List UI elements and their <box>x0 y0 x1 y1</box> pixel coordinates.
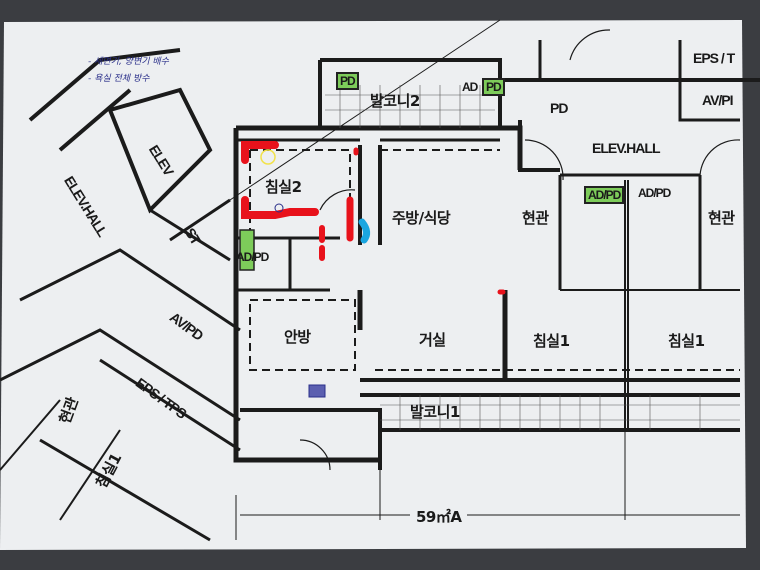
shaft-label-av: AV/PI <box>702 92 734 108</box>
shaft-label-ad-pd: AD/PD <box>236 250 269 264</box>
handwritten-note-waterproof: - 욕실 전체 방수 <box>88 74 150 84</box>
core-label-elev-hall: ELEV.HALL <box>592 140 660 156</box>
paper-sheet <box>0 20 746 550</box>
walls <box>0 19 760 542</box>
green-shafts <box>239 229 255 271</box>
room-label-kitchen-dining: 주방/식당 <box>392 209 451 227</box>
room-label-living-room: 거실 <box>419 331 446 349</box>
room-label-entrance: 현관 <box>708 209 735 227</box>
shaft-label-ad-pd: AD/PD <box>584 186 625 204</box>
room-label-entrance: 현관 <box>522 209 549 227</box>
unit-type-label: 59㎡A <box>410 506 468 527</box>
room-label-balcony1: 발코니1 <box>410 403 460 421</box>
shaft-label-pd: PD <box>550 100 568 116</box>
shaft-label-eps: EPS / T <box>693 50 735 66</box>
shaft-label-ad: AD <box>462 80 478 94</box>
room-label-bedroom1: 침실1 <box>533 332 570 350</box>
room-label-bedroom2: 침실2 <box>265 178 302 196</box>
room-label-bedroom1: 침실1 <box>668 332 705 350</box>
room-label-master-bedroom: 안방 <box>284 328 311 346</box>
shaft-label-pd: PD <box>336 72 359 90</box>
markups <box>241 141 506 398</box>
handwritten-note-drain: - 세면기, 양변기 배수 <box>88 57 169 67</box>
room-label-balcony2: 발코니2 <box>370 92 420 110</box>
shaft-label-ad-pd: AD/PD <box>638 186 671 200</box>
shaft-label-pd: PD <box>482 78 505 96</box>
